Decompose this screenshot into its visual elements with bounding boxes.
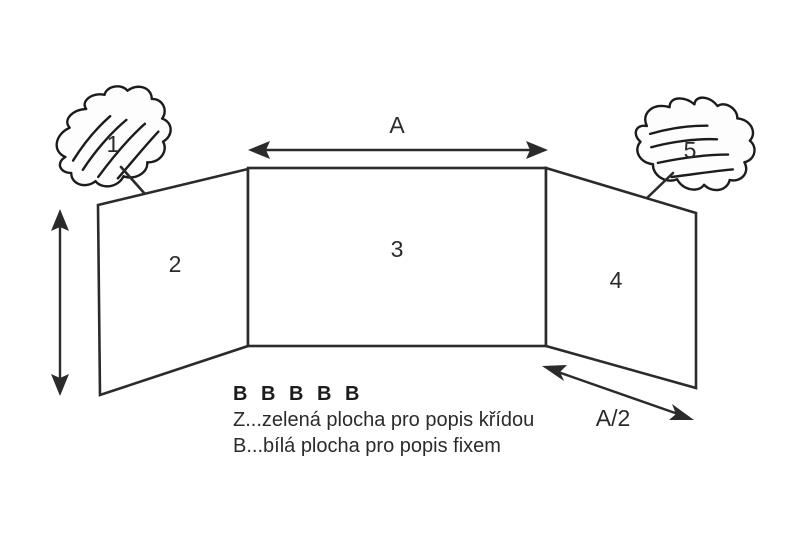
dim-label-half: A/2 — [596, 405, 631, 431]
dimension-width-A: A — [248, 112, 548, 159]
panel-label-2: 2 — [169, 251, 182, 277]
arrow-head-lower-half — [669, 404, 694, 420]
panel-center-face — [246, 166, 548, 348]
dimension-height-left — [51, 209, 69, 396]
panel-left-2: 2 — [96, 167, 250, 397]
arrow-head-left-A — [248, 141, 270, 159]
panel-label-4: 4 — [610, 267, 623, 293]
callout-bubble-5: 5 — [634, 96, 756, 192]
dim-line-half — [557, 370, 679, 416]
callout-label-5: 5 — [684, 137, 697, 163]
panel-left-face — [96, 167, 250, 397]
leader-line-1 — [119, 165, 147, 196]
legend-marker-row: B B B B B — [233, 383, 363, 405]
panel-right-face — [544, 166, 698, 390]
arrow-head-right-A — [526, 141, 548, 159]
arrow-head-top-height — [51, 209, 69, 231]
legend-block: B B B B B Z...zelená plocha pro popis kř… — [233, 383, 534, 457]
leader-line-5 — [645, 171, 675, 200]
callout-label-1: 1 — [107, 131, 120, 157]
dimension-half-width: A/2 — [542, 365, 694, 431]
arrow-head-bottom-height — [51, 374, 69, 396]
legend-line-green: Z...zelená plocha pro popis křídou — [233, 409, 534, 431]
panel-label-3: 3 — [391, 236, 404, 262]
dim-label-A: A — [389, 112, 405, 138]
callout-bubble-1: 1 — [55, 85, 172, 188]
panel-center-3: 3 — [246, 166, 548, 348]
arrow-head-upper-half — [542, 365, 567, 381]
legend-line-white: B...bílá plocha pro popis fixem — [233, 435, 501, 457]
panel-right-4: 4 — [544, 166, 698, 390]
